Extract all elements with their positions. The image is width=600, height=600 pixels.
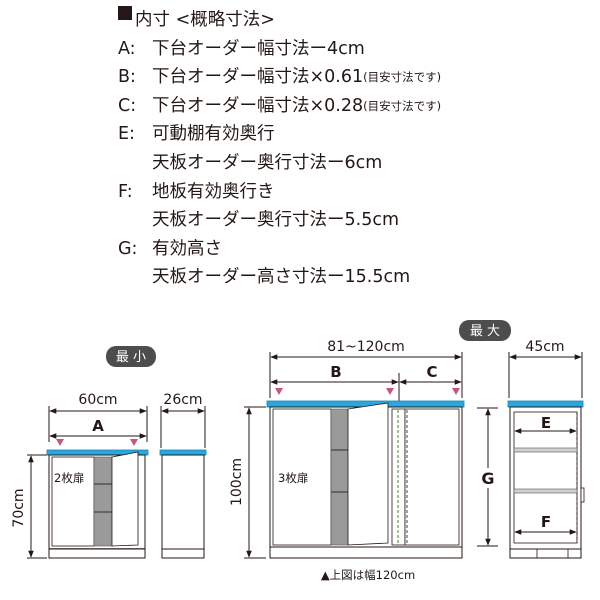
min-badge: 最 小 (106, 346, 156, 367)
square-bullet-icon (118, 6, 132, 20)
interior-shelves (330, 408, 349, 546)
spec-text: 下台オーダー幅寸法ー4cm (152, 38, 365, 59)
spec-header: 内寸 <概略寸法> (118, 6, 441, 35)
min-side-cabinet: 26cm (159, 392, 207, 559)
spec-text: 天板オーダー奥行寸法ー5.5cm (152, 210, 399, 231)
spec-text: 天板オーダー奥行寸法ー6cm (152, 152, 383, 173)
marker-triangle (130, 439, 138, 446)
spec-text: 可動棚有効奥行 (152, 124, 275, 145)
max-height-label: 100cm (229, 458, 245, 506)
spec-line-a: A: 下台オーダー幅寸法ー4cm (118, 35, 441, 64)
spec-line-f: F: 地板有効奥行き (118, 178, 441, 207)
spec-line-e: E: 可動棚有効奥行 (118, 120, 441, 149)
max-front-cabinet: 81~120cm B C 3枚扉 100cm (229, 339, 465, 559)
spec-list: 内寸 <概略寸法> A: 下台オーダー幅寸法ー4cm B: 下台オーダー幅寸法×… (118, 6, 441, 292)
max-depth-label: 45cm (525, 339, 564, 355)
interior-shelves (93, 456, 113, 547)
shelf (513, 447, 578, 453)
dim-a-label: A (92, 417, 104, 435)
spec-key: C: (118, 95, 137, 116)
dim-c-label: C (426, 363, 437, 381)
spec-line-f-detail: 天板オーダー奥行寸法ー5.5cm (118, 206, 441, 235)
open-door (347, 402, 389, 546)
top-board (507, 400, 584, 408)
right-door (404, 408, 460, 546)
left-door (272, 408, 332, 546)
spec-line-g-detail: 天板オーダー高さ寸法ー15.5cm (118, 263, 441, 292)
dim-b-label: B (330, 363, 341, 381)
spec-line-c: C: 下台オーダー幅寸法×0.28 (目安寸法です) (118, 92, 441, 121)
spec-text: 下台オーダー幅寸法×0.61 (152, 67, 364, 88)
min-width-label: 60cm (78, 392, 117, 408)
marker-triangle (386, 388, 394, 395)
min-badge-text: 最 小 (116, 350, 146, 365)
min-front-cabinet: 60cm A 2枚扉 70cm (11, 392, 149, 559)
spec-line-b: B: 下台オーダー幅寸法×0.61 (目安寸法です) (118, 63, 441, 92)
spec-note: (目安寸法です) (363, 70, 442, 85)
spec-key: E: (118, 124, 135, 145)
spec-text: 有効高さ (152, 238, 222, 259)
max-width-label: 81~120cm (327, 339, 405, 355)
top-board (159, 449, 207, 456)
spec-header-text: 内寸 <概略寸法> (135, 10, 275, 30)
spec-key: G: (118, 238, 138, 259)
marker-triangle (452, 388, 460, 395)
min-height-label: 70cm (11, 488, 27, 527)
doors-3-label: 3枚扉 (278, 471, 308, 485)
footnote: ▲上図は幅120cm (321, 568, 415, 582)
spec-line-g: G: 有効高さ (118, 235, 441, 264)
spec-text: 天板オーダー高さ寸法ー15.5cm (152, 267, 411, 288)
max-side-cabinet: 45cm E F G (477, 339, 585, 559)
open-door (111, 451, 139, 547)
min-depth-label: 26cm (163, 392, 202, 408)
shelf (513, 488, 578, 494)
max-badge-text: 最 大 (470, 324, 500, 339)
marker-triangle (275, 388, 283, 395)
spec-text: 地板有効奥行き (152, 181, 275, 202)
spec-key: A: (118, 38, 136, 59)
spec-line-e-detail: 天板オーダー奥行寸法ー6cm (118, 149, 441, 178)
spec-key: F: (118, 181, 133, 202)
spec-key: B: (118, 67, 136, 88)
max-badge: 最 大 (459, 320, 511, 341)
dim-f-label: F (541, 513, 551, 531)
dim-e-label: E (541, 414, 551, 432)
dim-g-label: G (481, 469, 494, 488)
marker-triangle (56, 439, 64, 446)
spec-text: 下台オーダー幅寸法×0.28 (152, 95, 364, 116)
doors-2-label: 2枚扉 (54, 471, 84, 485)
spec-note: (目安寸法です) (363, 98, 442, 113)
